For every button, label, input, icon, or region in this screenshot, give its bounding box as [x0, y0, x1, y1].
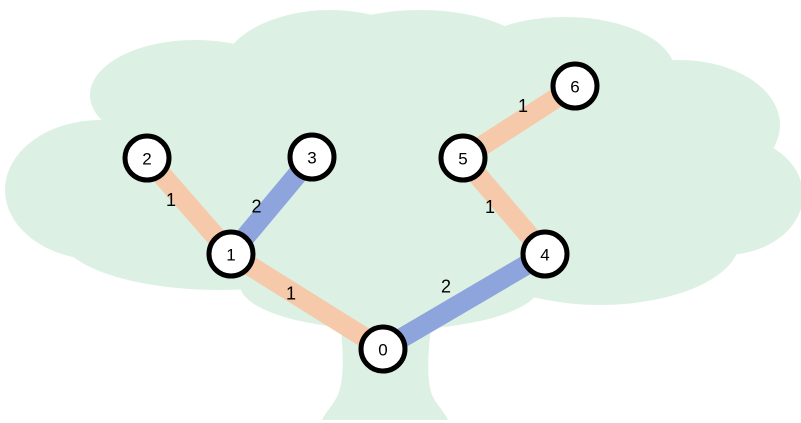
edge-0-4	[377, 245, 551, 358]
node-circle-3	[287, 132, 337, 182]
weights-layer: 1 1 2 2 1 1	[166, 96, 528, 304]
edge-weight-label-0-4: 2	[441, 277, 451, 297]
edge-weight-label-1-2: 1	[166, 190, 176, 210]
node-1: 1	[206, 229, 256, 279]
node-2: 2	[122, 133, 172, 183]
node-circle-0	[358, 324, 408, 374]
node-label-1: 1	[226, 246, 235, 265]
node-3: 3	[287, 132, 337, 182]
edge-weight-label-0-1: 1	[286, 284, 296, 304]
node-circle-2	[122, 133, 172, 183]
edge-weight-label-5-6: 1	[518, 96, 528, 116]
edge-weight-label-1-3: 2	[251, 197, 261, 217]
node-circle-5	[438, 133, 488, 183]
node-5: 5	[438, 133, 488, 183]
node-0: 0	[358, 324, 408, 374]
node-6: 6	[550, 61, 600, 111]
node-label-3: 3	[307, 149, 316, 168]
node-circle-4	[520, 229, 570, 279]
node-label-2: 2	[142, 150, 151, 169]
node-label-4: 4	[540, 246, 549, 265]
edge-0-1	[225, 245, 389, 358]
node-label-5: 5	[458, 150, 467, 169]
nodes-layer: 0 1 2 3 4 5 6	[122, 61, 600, 374]
edge-weight-label-4-5: 1	[485, 197, 495, 217]
node-label-6: 6	[570, 78, 579, 97]
node-4: 4	[520, 229, 570, 279]
node-label-0: 0	[378, 341, 387, 360]
node-circle-6	[550, 61, 600, 111]
node-circle-1	[206, 229, 256, 279]
